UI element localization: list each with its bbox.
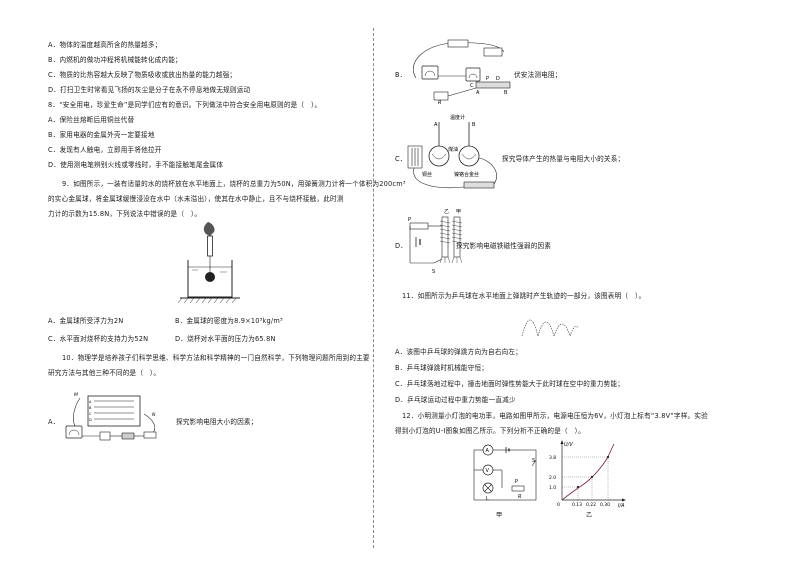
q10-option-d-text: 探究影响电磁铁磁性强弱的因素 [456, 242, 552, 250]
q7-option-a: A．物体的温度越高所含的热量越多； [48, 41, 162, 49]
svg-text:S: S [532, 458, 535, 464]
q11-option-d: D．乒乓球运动过程中重力势能一直减少 [395, 396, 516, 404]
svg-text:P: P [515, 479, 518, 485]
svg-text:P: P [408, 217, 411, 223]
svg-text:C: C [470, 83, 474, 89]
svg-text:D: D [496, 76, 500, 82]
svg-text:R: R [518, 494, 521, 500]
svg-text:M: M [74, 392, 78, 398]
q10-c-figure: 温度计 A B 煤油 铜丝 镍铬合金丝 [407, 114, 497, 189]
svg-text:S: S [432, 269, 435, 275]
svg-text:L: L [486, 496, 489, 502]
svg-text:B: B [472, 122, 476, 128]
q10-stem-line1: 10．物理学是培养孩子们科学思维、科学方法和科学精神的一门自然科学，下列物理问题… [62, 354, 370, 362]
q12-ui-graph: U/V I/A 0 3.8 2.0 1.0 0.13 0.22 0.30 [549, 440, 626, 509]
q10-b-figure: C P D A B R [413, 39, 511, 106]
svg-text:A: A [434, 122, 438, 128]
coal-oil-label: 煤油 [448, 146, 458, 153]
q12-figure-yi-caption: 乙 [586, 512, 593, 519]
svg-text:R: R [438, 100, 441, 106]
column-divider [373, 28, 374, 548]
x-tick-0-13: 0.13 [572, 502, 582, 508]
svg-text:P: P [486, 76, 489, 82]
q9-beaker-figure [177, 222, 240, 304]
q12-figure-jia-caption: 甲 [496, 512, 503, 519]
svg-text:N: N [152, 412, 156, 418]
graph-origin: 0 [557, 502, 560, 508]
svg-text:A: A [476, 90, 480, 96]
q9-option-a: A．金属球所受浮力为2N [48, 317, 124, 325]
q11-stem: 11．如图所示为乒乓球在水平地面上弹跳时产生轨迹的一部分，该图表明（ ）。 [402, 292, 646, 300]
y-tick-3-8: 3.8 [549, 455, 556, 461]
nickel-wire-label: 镍铬合金丝 [454, 171, 479, 178]
q10-d-figure: 乙 甲 P S [408, 208, 463, 275]
q11-option-b: B．乒乓球弹跳时机械能守恒； [395, 364, 489, 372]
svg-text:D: D [89, 418, 92, 422]
y-tick-1-0: 1.0 [549, 485, 556, 491]
q11-option-a: A．该图中乒乓球的弹跳方向为自右向左； [395, 348, 522, 356]
q12-stem-line2: 得到小灯泡的U-I图象如图乙所示。下列分析不正确的是（ ）。 [395, 427, 585, 435]
q9-stem-line3: 力计的示数为15.8N，下列说法中错误的是（ ）。 [48, 210, 202, 218]
q10-option-c-text: 探究导体产生的热量与电阻大小的关系； [502, 155, 625, 163]
q9-option-d: D．烧杯对水平面的压力为65.8N [175, 335, 276, 343]
q9-stem-line2: 的实心金属球，将金属球缓慢浸没在水中（水未溢出），使其在水中静止，且不与烧杯接触… [48, 195, 344, 203]
q10-option-d-label: D． [395, 242, 408, 250]
q10-option-c-label: C． [395, 155, 407, 163]
q7-option-b: B．内燃机的做功冲程将机械能转化成内能； [48, 56, 182, 64]
svg-text:A: A [89, 400, 92, 404]
q9-stem-line1: 9．如图所示，一装有适量的水的烧杯放在水平地面上，烧杯的总重力为50N，用弹簧测… [62, 180, 406, 188]
x-tick-0-22: 0.22 [586, 502, 596, 508]
q11-trajectory-figure [521, 319, 579, 337]
q8-option-c: C．发现有人触电，立即用手将他拉开 [48, 146, 162, 154]
q7-option-c: C．物质的比热容越大反映了物质吸收或放出热量的能力越强； [48, 71, 237, 79]
svg-text:C: C [89, 412, 92, 416]
q8-option-a: A．保险丝熔断后用铜丝代替 [48, 116, 135, 124]
q8-option-b: B．家用电器的金属外壳一定要接地 [48, 131, 155, 139]
q7-option-d: D．打扫卫生时常看见飞扬的灰尘是分子在永不停息地做无规则运动 [48, 86, 251, 94]
y-tick-2-0: 2.0 [549, 475, 556, 481]
q10-option-b-text: 伏安法测电阻； [514, 71, 562, 79]
q8-stem: 8．“安全用电，珍爱生命”是同学们应有的意识。下列做法中符合安全用电原则的是（ … [48, 101, 322, 109]
q10-a-figure: AB CD M N [65, 392, 157, 441]
q11-option-c: C．乒乓球落地过程中，撞击地面时弹性势能大于此时球在空中的重力势能； [395, 380, 624, 388]
q9-option-b: B．金属球的密度为8.9×10³kg/m³ [175, 317, 283, 325]
svg-text:A: A [486, 448, 490, 454]
q8-option-d: D．使用测电笔辨别火线或零线时，手不能接触笔尾金属体 [48, 161, 224, 169]
q10-option-b-label: B． [395, 71, 407, 79]
q12-circuit-figure: A V L P R S [473, 444, 537, 502]
copper-wire-label: 铜丝 [422, 171, 432, 178]
graph-y-label: U/V [564, 442, 573, 448]
x-tick-0-30: 0.30 [600, 502, 610, 508]
svg-text:B: B [89, 406, 92, 410]
q10-option-a-text: 探究影响电阻大小的因素； [176, 418, 258, 426]
thermometer-label: 温度计 [450, 114, 465, 121]
magnet-yi-label: 乙 [444, 208, 449, 215]
graph-x-label: I/A [618, 503, 625, 509]
q9-option-c: C．水平面对烧杯的支持力为52N [48, 335, 149, 343]
svg-text:V: V [486, 468, 490, 474]
q12-stem-line1: 12．小明测量小灯泡的电功率，电路如图甲所示，电源电压恒为6V，小灯泡上标有“3… [402, 412, 708, 420]
q10-stem-line2: 研究方法与其他三种不同的是（ ）。 [48, 369, 161, 377]
magnet-jia-label: 甲 [456, 209, 461, 215]
q10-option-a-label: A． [48, 418, 60, 426]
svg-text:B: B [504, 90, 508, 96]
